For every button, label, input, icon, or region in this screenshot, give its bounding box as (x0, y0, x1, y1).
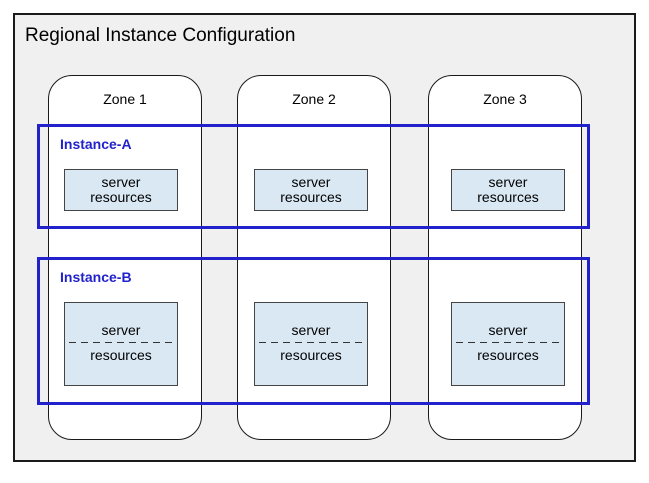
server-resources-box: server resources (451, 169, 565, 211)
server-box-line1: server (291, 322, 331, 338)
server-resources-split-box: server resources (254, 302, 368, 386)
zone-3-label: Zone 3 (483, 91, 527, 107)
server-resources-split-box: server resources (451, 302, 565, 386)
server-box-line2: resources (90, 347, 152, 363)
server-resources-split-box: server resources (64, 302, 178, 386)
server-box-line2: resources (477, 189, 539, 205)
zone-2-label: Zone 2 (292, 91, 336, 107)
instance-b-label: Instance-B (60, 269, 132, 285)
dashed-divider (69, 342, 173, 343)
server-box-line1: server (488, 322, 528, 338)
zone-1-label: Zone 1 (103, 91, 147, 107)
server-resources-box: server resources (254, 169, 368, 211)
server-box-line2: resources (280, 347, 342, 363)
server-resources-box: server resources (64, 169, 178, 211)
instance-a-box: Instance-A server resources server resou… (37, 124, 590, 229)
dashed-divider (456, 342, 560, 343)
server-box-line1: server (101, 174, 141, 190)
instance-a-label: Instance-A (60, 136, 132, 152)
server-box-line2: resources (90, 189, 152, 205)
server-box-line2: resources (477, 347, 539, 363)
server-box-line1: server (488, 174, 528, 190)
instance-b-box: Instance-B server resources server resou… (37, 257, 590, 405)
region-container: Regional Instance Configuration Zone 1 Z… (13, 13, 636, 462)
server-box-line2: resources (280, 189, 342, 205)
dashed-divider (259, 342, 363, 343)
server-box-line1: server (291, 174, 331, 190)
region-title: Regional Instance Configuration (25, 25, 296, 46)
server-box-line1: server (101, 322, 141, 338)
